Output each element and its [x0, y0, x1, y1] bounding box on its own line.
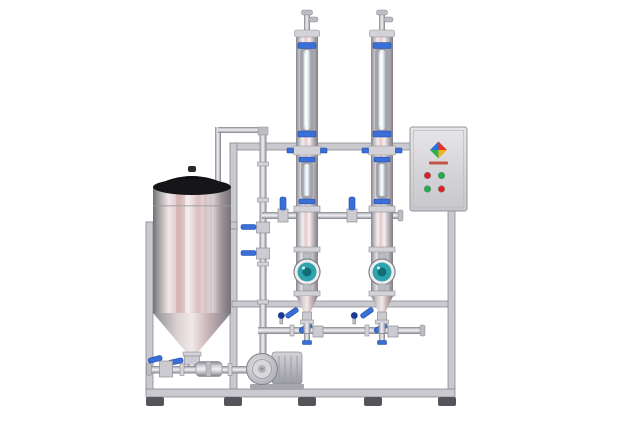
manifold-valve: [346, 196, 358, 223]
foot: [364, 397, 382, 406]
indicator-light: [437, 185, 446, 193]
tank-lid-fitting: [188, 166, 196, 172]
membrane-column-2: [359, 9, 403, 334]
riser-pipe: [259, 130, 267, 356]
tank-reflection: [176, 186, 185, 313]
foot: [438, 397, 456, 406]
leveling-feet: [146, 397, 456, 406]
valve-handle: [279, 196, 287, 211]
riser-valve-upper: [256, 221, 270, 234]
ball-valve-knob: [350, 312, 358, 325]
filter-band: [205, 361, 212, 377]
line-end-cap: [146, 363, 152, 376]
pipe-clamp: [257, 299, 269, 305]
frame-bottom-rail: [145, 388, 456, 398]
pipe-clamp: [364, 324, 370, 337]
control-panel: [409, 126, 468, 212]
riser-elbow: [257, 126, 269, 136]
navy-knob: [277, 312, 285, 319]
recirculation-pump: [246, 351, 304, 390]
tank-reflection: [204, 186, 212, 313]
valve-body: [346, 208, 358, 223]
frame-mid-rail: [231, 300, 449, 308]
indicator-light: [437, 171, 446, 180]
navy-knob: [350, 312, 358, 319]
pipe-clamp: [289, 324, 295, 337]
drain-cap: [377, 340, 387, 345]
drain-pipe: [379, 334, 385, 341]
valve-body: [277, 208, 289, 223]
logo-quadrant: [430, 141, 439, 150]
pipe-clamp: [257, 161, 269, 167]
manifold-valve: [277, 196, 289, 223]
tank-lid-rim: [153, 179, 231, 195]
foot: [224, 397, 242, 406]
panel-enclosure: [409, 126, 468, 212]
valve-handle: [240, 250, 257, 256]
drain-cap: [302, 340, 312, 345]
drain-stub: [302, 334, 312, 345]
valve-handle: [240, 224, 257, 230]
valve-body: [387, 325, 399, 338]
tank-return-line: [215, 127, 266, 185]
suction-line: [146, 355, 255, 378]
tank-weld-seam: [153, 205, 231, 207]
logo-quadrant: [438, 141, 447, 150]
valve-body: [312, 325, 324, 338]
tank-shell: [153, 186, 231, 313]
drain-pipe: [304, 334, 310, 341]
ball-valve-knob: [277, 312, 285, 325]
logo-quadrant: [430, 150, 439, 159]
brand-label-text: [429, 161, 448, 165]
pipe-clamp: [257, 261, 269, 267]
header-pipe: [258, 327, 422, 334]
indicator-light: [423, 171, 432, 180]
manifold-end-cap: [397, 209, 404, 222]
drain-stub: [377, 334, 387, 345]
pump-bolt: [260, 367, 264, 371]
frame-left-post: [229, 142, 238, 390]
pipe-clamp: [179, 363, 185, 376]
manifold-pipe: [262, 212, 400, 219]
bottom-header: [258, 312, 426, 345]
suction-valve: [159, 360, 173, 378]
logo-quadrant: [438, 150, 447, 159]
feed-manifold: [262, 196, 404, 223]
pipe-clamp: [227, 363, 233, 376]
foot: [298, 397, 316, 406]
valve-handle: [348, 196, 356, 211]
indicator-light: [423, 185, 432, 193]
top-horizontal-pipe: [218, 127, 266, 133]
recirculation-riser: [240, 126, 270, 356]
panel-door-seam: [413, 130, 464, 208]
pipe-clamp: [257, 197, 269, 203]
riser-valve-lower: [256, 247, 270, 260]
motor-fins: [278, 356, 298, 380]
valve-handle: [147, 355, 163, 364]
tank-riser-pipe: [215, 127, 221, 185]
tank-cone: [153, 313, 231, 352]
foot: [146, 397, 164, 406]
header-end-cap: [419, 324, 426, 337]
feed-tank: [153, 166, 231, 369]
tank-outlet-clamp: [182, 351, 202, 357]
brand-logo-icon: [430, 141, 447, 159]
pump-base: [250, 384, 304, 390]
membrane-column-1: [284, 9, 328, 334]
